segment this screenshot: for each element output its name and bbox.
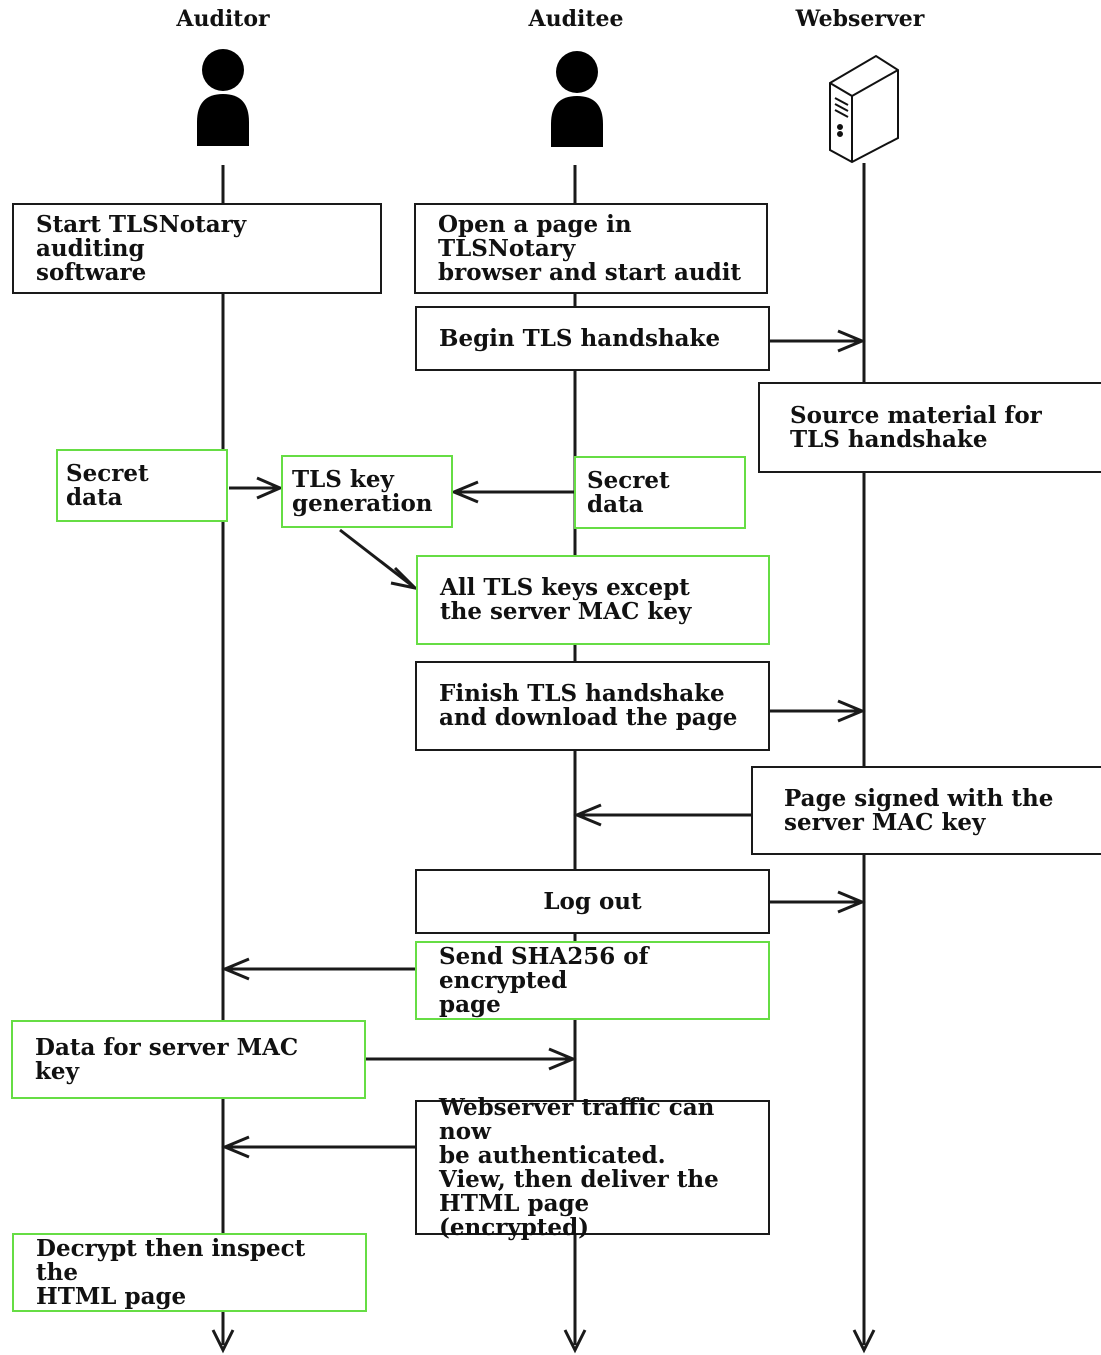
step-auditee-secret-data-label: Secret data: [587, 466, 670, 518]
step-begin-handshake: Begin TLS handshake: [415, 306, 770, 371]
auditor-lifeline-arrowhead: [211, 1329, 235, 1354]
auditor-person-icon: [197, 49, 249, 146]
step-mac-key-data: Data for server MAC key: [11, 1020, 366, 1099]
step-send-sha256-label: Send SHA256 of encrypted page: [439, 942, 649, 1018]
arrowhead-auditee-secret: [450, 480, 479, 504]
arrowhead-log-out: [837, 890, 866, 914]
arrowhead-page-signed: [573, 803, 602, 827]
step-page-signed: Page signed with the server MAC key: [751, 766, 1101, 855]
webserver-server-icon: [829, 54, 899, 164]
step-all-keys-label: All TLS keys except the server MAC key: [440, 574, 692, 625]
arrowhead-send-sha: [221, 957, 250, 981]
step-send-sha256: Send SHA256 of encrypted page: [415, 941, 770, 1020]
step-finish-handshake-label: Finish TLS handshake and download the pa…: [439, 680, 738, 731]
arrowhead-key-generation: [390, 566, 420, 591]
step-log-out-label: Log out: [543, 887, 642, 915]
step-all-keys: All TLS keys except the server MAC key: [416, 555, 770, 645]
auditee-person-icon: [551, 51, 603, 147]
step-begin-handshake-label: Begin TLS handshake: [439, 324, 721, 352]
step-finish-handshake: Finish TLS handshake and download the pa…: [415, 661, 770, 751]
step-open-page-label: Open a page in TLSNotary browser and sta…: [438, 210, 742, 286]
step-traffic-authenticated: Webserver traffic can now be authenticat…: [415, 1095, 770, 1239]
arrow-key-generation: [339, 528, 416, 590]
step-decrypt-inspect: Decrypt then inspect the HTML page: [12, 1233, 367, 1312]
step-start-software: Start TLSNotary auditing software: [12, 203, 382, 294]
step-decrypt-inspect-label: Decrypt then inspect the HTML page: [36, 1234, 306, 1310]
arrowhead-mac-data: [548, 1047, 577, 1071]
step-auditor-secret-data-label: Secret data: [66, 459, 149, 511]
webserver-lifeline-arrowhead: [852, 1329, 876, 1354]
step-auditor-secret-data: Secret data: [56, 449, 228, 522]
step-auditee-secret-data: Secret data: [574, 456, 746, 529]
step-key-generation-label: TLS key generation: [292, 465, 433, 517]
step-open-page: Open a page in TLSNotary browser and sta…: [414, 203, 768, 294]
actor-label-auditor: Auditor: [176, 6, 270, 32]
arrowhead-begin-handshake: [837, 329, 866, 353]
step-log-out: Log out: [415, 869, 770, 934]
step-start-software-label: Start TLSNotary auditing software: [36, 210, 247, 286]
arrowhead-traffic-auth: [221, 1135, 250, 1159]
step-source-material-label: Source material for TLS handshake: [790, 401, 1042, 453]
step-page-signed-label: Page signed with the server MAC key: [784, 784, 1054, 836]
auditee-lifeline-arrowhead: [563, 1329, 587, 1354]
step-traffic-authenticated-label: Webserver traffic can now be authenticat…: [439, 1093, 719, 1241]
step-key-generation: TLS key generation: [281, 455, 453, 528]
arrowhead-finish-handshake: [837, 699, 866, 723]
step-source-material: Source material for TLS handshake: [758, 382, 1101, 473]
arrowhead-auditor-secret: [256, 476, 284, 500]
actor-label-auditee: Auditee: [528, 6, 624, 32]
step-mac-key-data-label: Data for server MAC key: [35, 1033, 299, 1085]
actor-label-webserver: Webserver: [795, 6, 925, 32]
